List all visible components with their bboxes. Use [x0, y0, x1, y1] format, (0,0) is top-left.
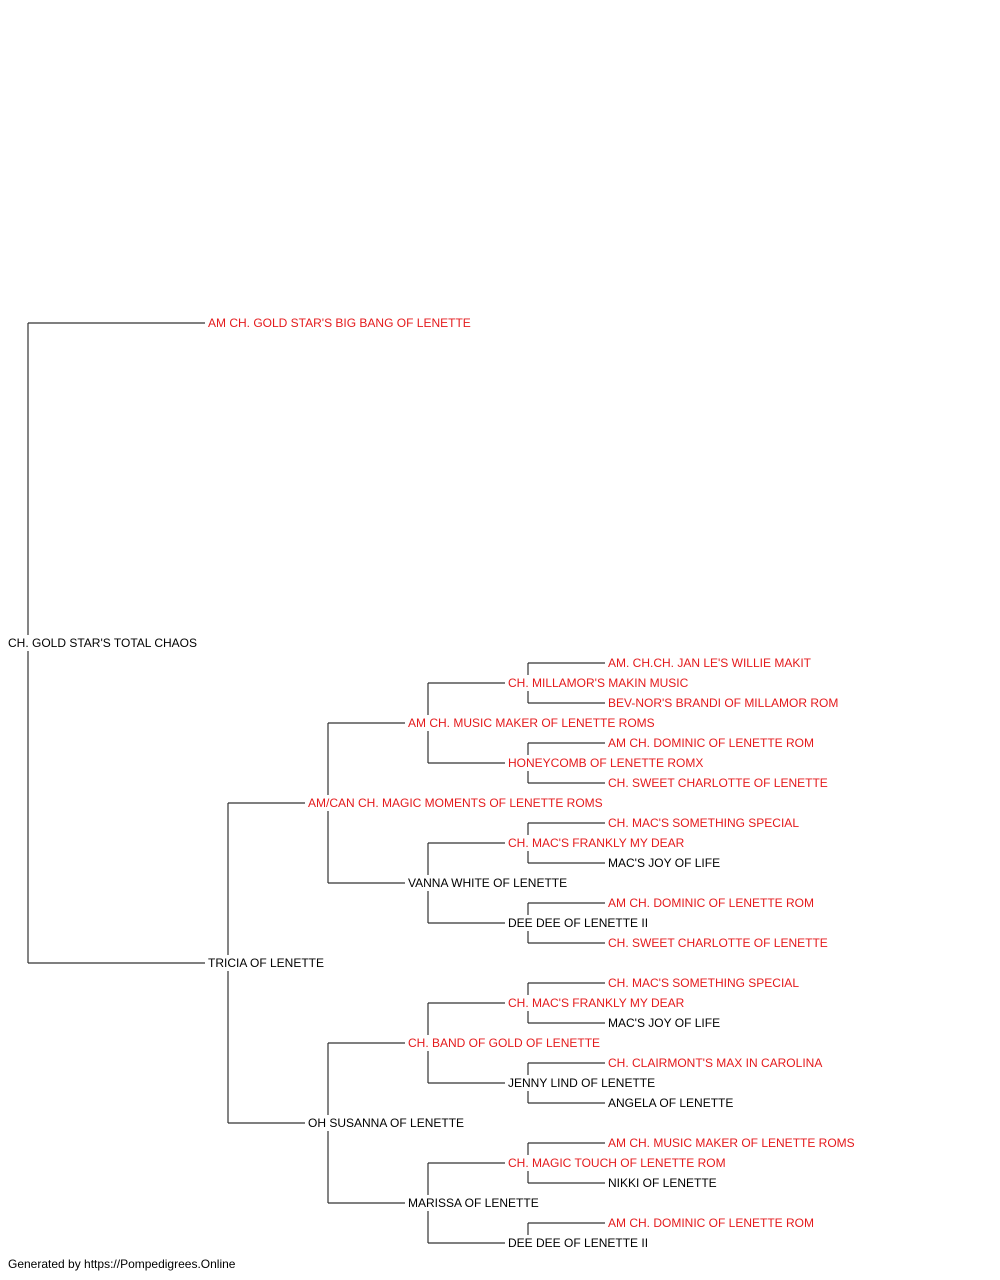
ancestor-name: HONEYCOMB OF LENETTE ROMX [508, 756, 703, 770]
ancestor-name: CH. BAND OF GOLD OF LENETTE [408, 1036, 600, 1050]
ancestor-name: CH. MAGIC TOUCH OF LENETTE ROM [508, 1156, 726, 1170]
ancestor-name: AM CH. GOLD STAR'S BIG BANG OF LENETTE [208, 316, 471, 330]
ancestor-name: CH. SWEET CHARLOTTE OF LENETTE [608, 776, 828, 790]
ancestor-name: JENNY LIND OF LENETTE [508, 1076, 655, 1090]
ancestor-name: AM CH. MUSIC MAKER OF LENETTE ROMS [608, 1136, 855, 1150]
ancestor-name: MAC'S JOY OF LIFE [608, 856, 720, 870]
ancestor-name: AM CH. MUSIC MAKER OF LENETTE ROMS [408, 716, 655, 730]
ancestor-name: CH. MAC'S SOMETHING SPECIAL [608, 976, 799, 990]
ancestor-name: MARISSA OF LENETTE [408, 1196, 539, 1210]
ancestor-name: AM CH. DOMINIC OF LENETTE ROM [608, 1216, 814, 1230]
ancestor-name: VANNA WHITE OF LENETTE [408, 876, 567, 890]
ancestor-name: AM/CAN CH. MAGIC MOMENTS OF LENETTE ROMS [308, 796, 603, 810]
ancestor-name: TRICIA OF LENETTE [208, 956, 324, 970]
ancestor-name: MAC'S JOY OF LIFE [608, 1016, 720, 1030]
ancestor-name: DEE DEE OF LENETTE II [508, 1236, 648, 1250]
ancestor-name: CH. MILLAMOR'S MAKIN MUSIC [508, 676, 689, 690]
pedigree-tree: CH. GOLD STAR'S TOTAL CHAOS AM CH. GOLD S… [8, 316, 855, 1250]
ancestor-name: AM. CH.CH. JAN LE'S WILLIE MAKIT [608, 656, 812, 670]
ancestor-name: CH. MAC'S FRANKLY MY DEAR [508, 836, 685, 850]
ancestor-name: CH. SWEET CHARLOTTE OF LENETTE [608, 936, 828, 950]
ancestor-name: ANGELA OF LENETTE [608, 1096, 733, 1110]
subject-name: CH. GOLD STAR'S TOTAL CHAOS [8, 636, 197, 650]
ancestor-name: DEE DEE OF LENETTE II [508, 916, 648, 930]
ancestor-name: AM CH. DOMINIC OF LENETTE ROM [608, 736, 814, 750]
footer-credit: Generated by https://Pompedigrees.Online [8, 1257, 236, 1271]
ancestor-name: CH. MAC'S FRANKLY MY DEAR [508, 996, 685, 1010]
ancestor-name: AM CH. DOMINIC OF LENETTE ROM [608, 896, 814, 910]
ancestor-name: OH SUSANNA OF LENETTE [308, 1116, 464, 1130]
ancestor-name: NIKKI OF LENETTE [608, 1176, 717, 1190]
ancestor-name: BEV-NOR'S BRANDI OF MILLAMOR ROM [608, 696, 838, 710]
ancestor-name: CH. MAC'S SOMETHING SPECIAL [608, 816, 799, 830]
ancestor-name: CH. CLAIRMONT'S MAX IN CAROLINA [608, 1056, 822, 1070]
